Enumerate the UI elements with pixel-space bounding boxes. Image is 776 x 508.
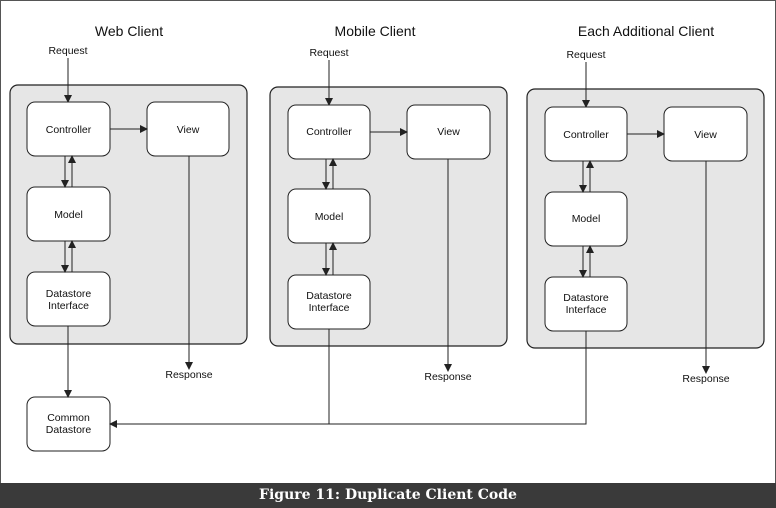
mobile-datastore-label-1: Datastore — [306, 290, 352, 302]
mobile-client-title: Mobile Client — [335, 23, 416, 39]
additional-controller-label: Controller — [563, 129, 609, 141]
mobile-response-label: Response — [424, 371, 471, 383]
additional-datastore-label-1: Datastore — [563, 292, 609, 304]
mobile-model-label: Model — [315, 211, 344, 223]
mobile-controller-label: Controller — [306, 126, 352, 138]
mvc-diagram: Web Client Request Controller View Model… — [9, 23, 765, 452]
web-datastore-label-1: Datastore — [46, 288, 92, 300]
figure-caption: Figure 11: Duplicate Client Code — [0, 483, 776, 508]
mobile-datastore-label-2: Interface — [309, 302, 350, 314]
additional-client-title: Each Additional Client — [578, 23, 714, 39]
web-view-label: View — [177, 124, 200, 136]
mobile-client-group: Mobile Client Request Controller View Mo… — [269, 23, 508, 383]
additional-datastore-label-2: Interface — [566, 304, 607, 316]
common-datastore-label-1: Common — [47, 412, 90, 424]
additional-model-label: Model — [572, 213, 601, 225]
web-model-label: Model — [54, 209, 83, 221]
diagram-frame: Web Client Request Controller View Model… — [0, 0, 776, 484]
web-controller-label: Controller — [46, 124, 92, 136]
additional-request-label: Request — [566, 49, 605, 61]
mobile-request-label: Request — [309, 47, 348, 59]
web-client-group: Web Client Request Controller View Model… — [9, 23, 248, 381]
common-datastore-label-2: Datastore — [46, 424, 92, 436]
common-datastore-group: Common Datastore — [26, 326, 587, 452]
additional-response-label: Response — [682, 373, 729, 385]
mobile-view-label: View — [437, 126, 460, 138]
additional-view-label: View — [694, 129, 717, 141]
additional-datastore-to-common-connector — [329, 331, 587, 425]
web-response-label: Response — [165, 369, 212, 381]
web-datastore-label-2: Interface — [48, 300, 89, 312]
web-request-label: Request — [48, 45, 87, 57]
additional-client-group: Each Additional Client Request Controlle… — [526, 23, 765, 385]
web-client-title: Web Client — [95, 23, 163, 39]
